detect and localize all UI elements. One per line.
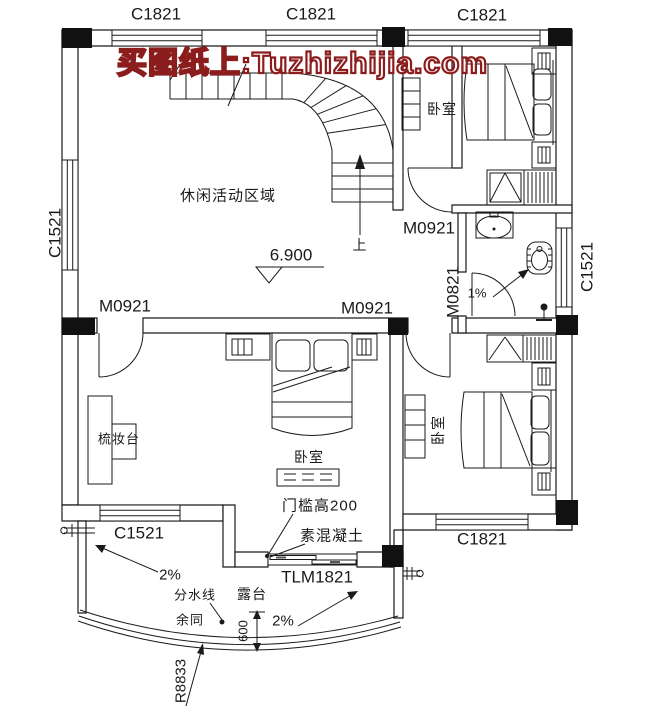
window-label-c1521-bottom: C1521 (113, 523, 165, 543)
stair-break-line (228, 64, 246, 106)
note-slope-bottom: 2% (272, 612, 294, 630)
window-top-2 (266, 30, 377, 46)
door-master-bedroom (99, 333, 143, 377)
window-label-c1521-left: C1521 (45, 207, 65, 259)
terrace-curve (78, 610, 401, 650)
wash-basin (476, 212, 513, 238)
window-label-c1821-top1: C1821 (130, 4, 182, 24)
wardrobe (487, 335, 556, 362)
window-bottom-right (436, 514, 528, 530)
window-bottom-left (100, 505, 180, 521)
radius-leader (186, 643, 204, 706)
stair-up-label: 上 (352, 237, 368, 253)
room-label-bedroom-top-right: 卧室 (427, 101, 457, 117)
threshold-leader (268, 514, 293, 555)
door-label-master: M0921 (99, 296, 151, 316)
window-left (62, 160, 78, 270)
slope-left-arrow (95, 545, 158, 572)
nightstand (532, 468, 556, 495)
note-rest-same: 余同 (175, 612, 205, 628)
stairs (170, 64, 393, 235)
nightstand (352, 334, 377, 360)
door-top-right-bedroom (408, 168, 452, 212)
dressing-table (88, 396, 136, 484)
sliding-door-terrace (268, 554, 357, 565)
note-divide-line: 分水线 (173, 587, 217, 603)
squat-toilet (527, 242, 552, 274)
scupper-right (403, 567, 423, 580)
dim-600 (249, 610, 265, 652)
room-label-leisure: 休闲活动区域 (179, 187, 277, 205)
tv-cabinet (277, 469, 339, 486)
nightstand (532, 48, 556, 74)
stair-start-tick (170, 66, 179, 80)
concrete-leader (270, 544, 305, 557)
nightstand (226, 334, 270, 360)
dim-terrace-depth: 600 (235, 620, 251, 642)
window-top-1 (112, 30, 202, 46)
room-label-bedroom-bottom-right: 卧室 (430, 415, 446, 445)
room-label-bedroom-master: 卧室 (294, 449, 324, 465)
bath-slope-arrow (493, 269, 529, 297)
window-label-c1821-top3: C1821 (456, 5, 508, 25)
dim-radius: R8833 (172, 658, 190, 704)
label-dressing-table: 梳妆台 (97, 431, 141, 447)
doors (99, 168, 515, 565)
windows (62, 30, 572, 530)
door-label-second: M0921 (341, 298, 393, 318)
window-right (556, 228, 572, 307)
hall-shelf (402, 78, 420, 130)
nightstand (532, 142, 556, 168)
window-label-c1821-bottom: C1821 (456, 529, 508, 549)
watermark-text: 买图纸上:Tuzhizhijia.com (116, 46, 489, 81)
note-concrete: 素混凝土 (299, 527, 365, 545)
bed-master (272, 333, 352, 436)
stair-inner-curve (293, 99, 332, 150)
note-threshold: 门槛高200 (281, 497, 359, 515)
stair-outer-curve (293, 73, 393, 150)
slope-bottom-arrow (298, 591, 358, 626)
stair-up-arrow (355, 154, 365, 235)
door-label-terrace-slider: TLM1821 (281, 567, 353, 587)
divide-line-leader (210, 603, 225, 625)
bed-bottom-right (461, 390, 551, 472)
window-label-c1821-top2: C1821 (285, 4, 337, 24)
structural-columns (62, 27, 578, 567)
annotation-lines (61, 267, 529, 706)
floor-drain (536, 303, 552, 321)
nightstand (532, 363, 556, 390)
room-label-terrace: 露台 (237, 586, 267, 602)
note-slope-bath: 1% (467, 285, 487, 301)
elevation-value: 6.900 (269, 245, 313, 265)
window-top-3 (408, 30, 540, 46)
window-label-c1521-right: C1521 (577, 241, 597, 293)
elevation-marker (256, 267, 324, 283)
desk-radiator (405, 395, 425, 458)
door-label-bath: M0821 (443, 266, 463, 318)
furniture (88, 48, 556, 495)
note-slope-left: 2% (159, 566, 181, 584)
scupper-left (61, 524, 95, 537)
door-label-hall: M0921 (403, 218, 455, 238)
door-bathroom (472, 273, 515, 316)
door-second-bedroom (406, 333, 450, 377)
closet (487, 170, 556, 205)
